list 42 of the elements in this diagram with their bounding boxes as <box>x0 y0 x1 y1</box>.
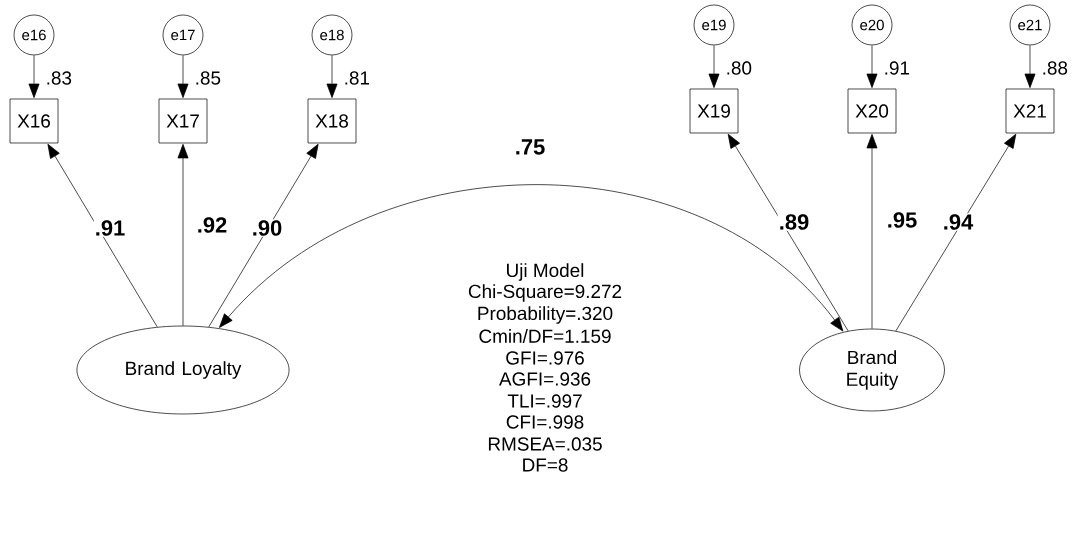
squared-correlation-label: .83 <box>47 71 72 85</box>
covariance-arrow <box>219 184 844 332</box>
edge-label: .91 <box>93 219 127 237</box>
edge-label: .95 <box>885 211 919 229</box>
observed-variable-box: X20 <box>847 88 897 134</box>
edge-label: .92 <box>195 216 229 234</box>
edge-label: .90 <box>250 219 284 237</box>
model-title: Uji Model <box>507 263 584 281</box>
squared-correlation-label: .81 <box>345 71 370 85</box>
squared-correlation-label: .85 <box>196 71 221 85</box>
fit-statistic: CFI=.998 <box>506 415 584 429</box>
observed-variable-box: X21 <box>1005 88 1055 134</box>
arrow <box>895 133 1017 332</box>
squared-correlation-label: .88 <box>1043 61 1068 75</box>
arrow <box>866 45 878 88</box>
fit-statistic: Probability=.320 <box>478 306 613 324</box>
arrow <box>708 45 720 88</box>
edge-label: .89 <box>777 213 811 231</box>
arrow <box>866 134 878 329</box>
fit-statistic: TLI=.997 <box>507 394 582 408</box>
arrow <box>28 55 40 98</box>
arrow <box>208 143 319 328</box>
observed-variable-box: X19 <box>689 88 739 134</box>
fit-statistic: RMSEA=.035 <box>488 437 602 451</box>
observed-variable-box: X17 <box>158 98 208 144</box>
observed-variable-box: X16 <box>9 98 59 144</box>
fit-statistic: GFI=.976 <box>506 351 584 365</box>
arrow <box>326 55 338 98</box>
arrow <box>177 144 189 326</box>
squared-correlation-label: .91 <box>885 61 910 75</box>
observed-variable-box: X18 <box>307 98 357 144</box>
arrow <box>177 55 189 98</box>
arrow <box>727 133 849 332</box>
arrow <box>47 143 158 328</box>
squared-correlation-label: .80 <box>727 61 752 75</box>
fit-statistic: Cmin/DF=1.159 <box>479 329 611 343</box>
edge-label: .94 <box>941 213 975 231</box>
fit-statistic: AGFI=.936 <box>499 372 591 386</box>
fit-statistic: DF=8 <box>523 458 568 472</box>
edge-label: .75 <box>513 138 547 156</box>
fit-statistic: Chi-Square=9.272 <box>468 284 622 302</box>
arrow <box>1024 45 1036 88</box>
